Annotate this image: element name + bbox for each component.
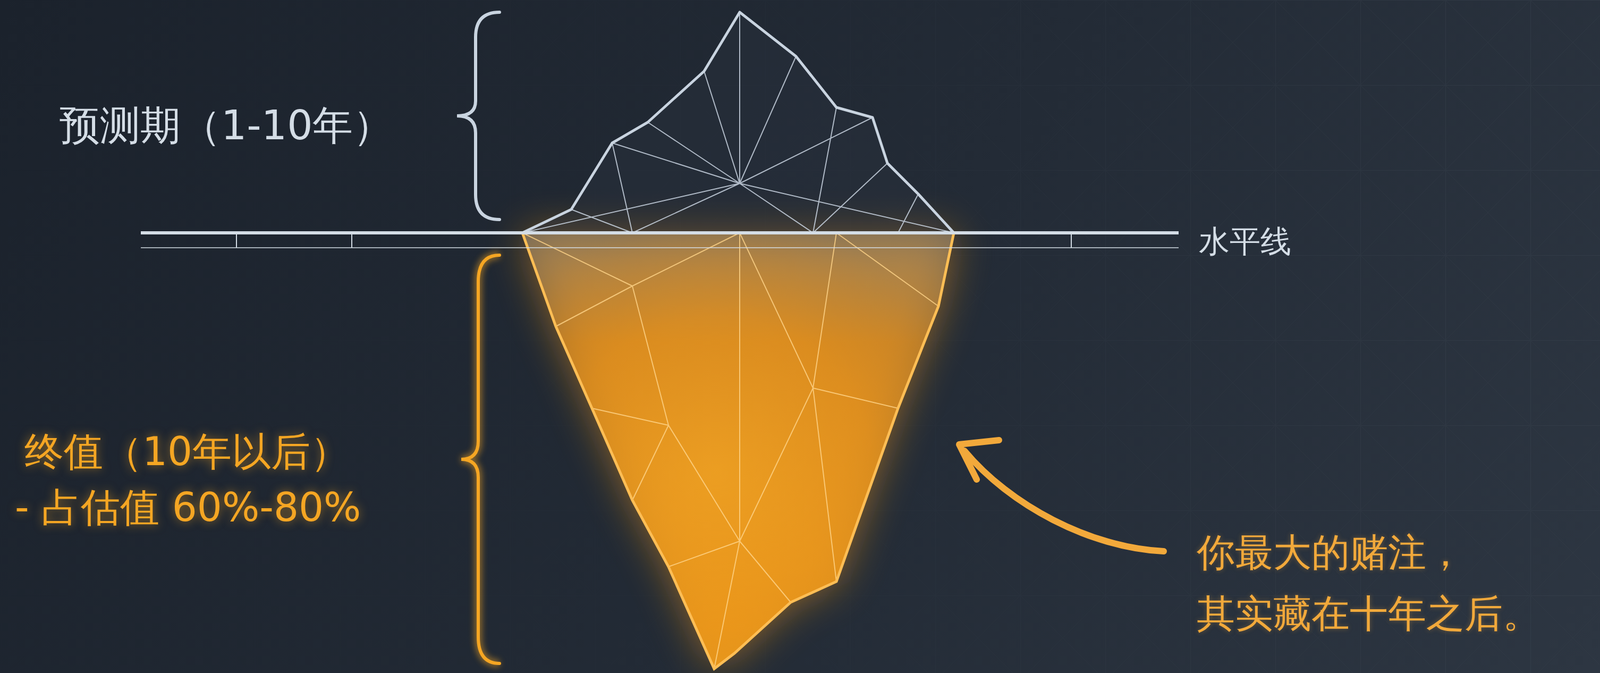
iceberg-facets-top	[522, 12, 954, 233]
horizon-label: 水平线	[1198, 216, 1292, 267]
terminal-brace-glow	[461, 255, 500, 664]
valuation-share-label-slot: - 占估值 60%-80%	[14, 475, 361, 539]
forecast-label-slot: 预测期（1-10年）	[59, 92, 394, 158]
callout-note: 你最大的赌注， 其实藏在十年之后。	[1196, 521, 1580, 645]
iceberg-top	[522, 12, 954, 233]
terminal-value-label-slot: 终值（10年以后）	[24, 419, 350, 483]
forecast-label: 预测期（1-10年）	[59, 92, 394, 158]
forecast-brace	[456, 12, 500, 220]
iceberg-underwater	[522, 232, 954, 669]
iceberg-underwater-core	[522, 232, 954, 669]
iceberg-glow	[522, 232, 954, 669]
callout-note-slot: 你最大的赌注， 其实藏在十年之后。	[1196, 521, 1580, 645]
callout-arrow	[959, 439, 1164, 552]
valuation-share-label: - 占估值 60%-80%	[14, 475, 361, 539]
terminal-brace	[461, 255, 500, 664]
horizon-line	[140, 232, 1179, 248]
iceberg-underwater-outline	[522, 232, 954, 669]
iceberg-facets-bottom	[522, 232, 939, 669]
terminal-value-label: 终值（10年以后）	[24, 419, 350, 483]
horizon-label-slot: 水平线	[1198, 216, 1292, 267]
